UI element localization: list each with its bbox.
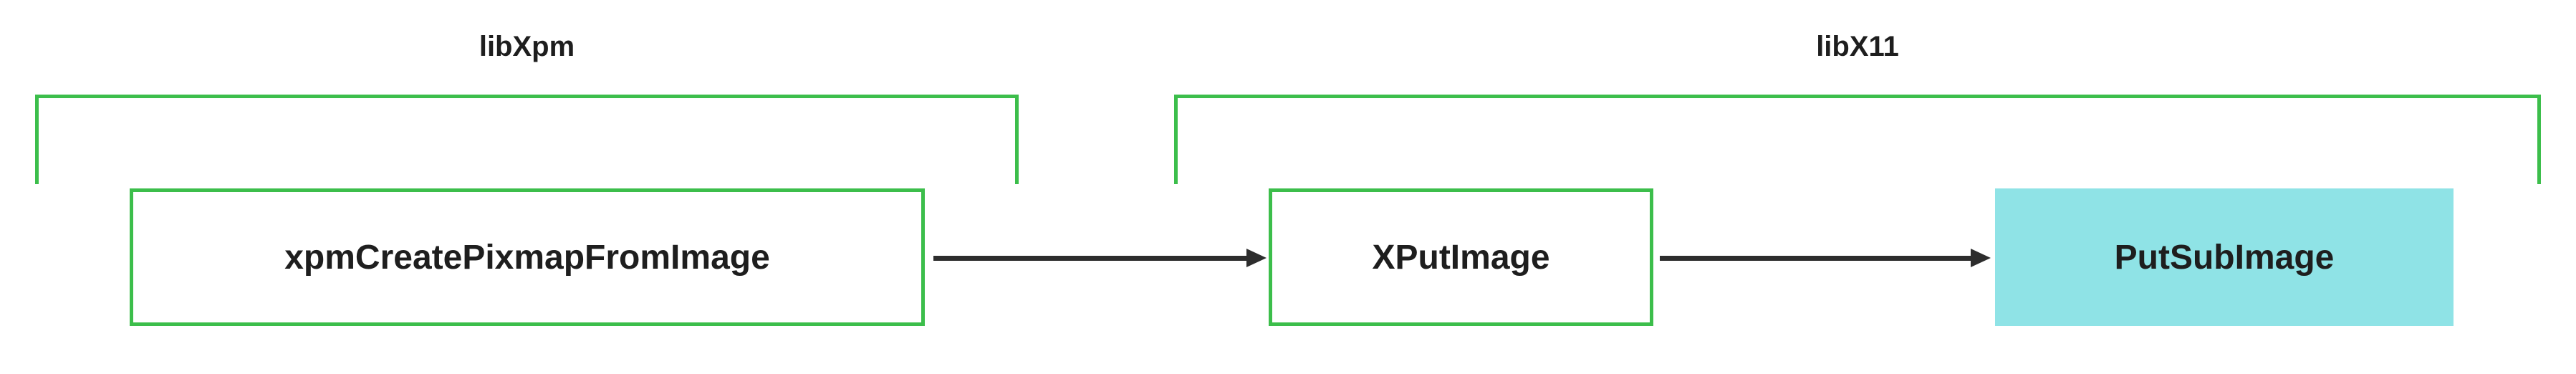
node-xputimage: XPutImage	[1269, 188, 1653, 326]
libx11-bracket	[1174, 95, 2541, 184]
group-label-libxpm: libXpm	[479, 31, 575, 62]
node-putsubimage: PutSubImage	[1995, 188, 2454, 326]
arrow-shaft	[933, 256, 1249, 261]
arrow-xputimage-to-putsubimage	[1660, 249, 1991, 267]
node-xpm-create-pixmap-from-image: xpmCreatePixmapFromImage	[130, 188, 925, 326]
libxpm-bracket	[35, 95, 1019, 184]
arrowhead-icon	[1246, 249, 1267, 267]
arrowhead-icon	[1971, 249, 1991, 267]
arrow-shaft	[1660, 256, 1973, 261]
group-label-libx11: libX11	[1816, 31, 1899, 62]
arrow-xpmcreatepixmapfromimage-to-xputimage	[933, 249, 1267, 267]
